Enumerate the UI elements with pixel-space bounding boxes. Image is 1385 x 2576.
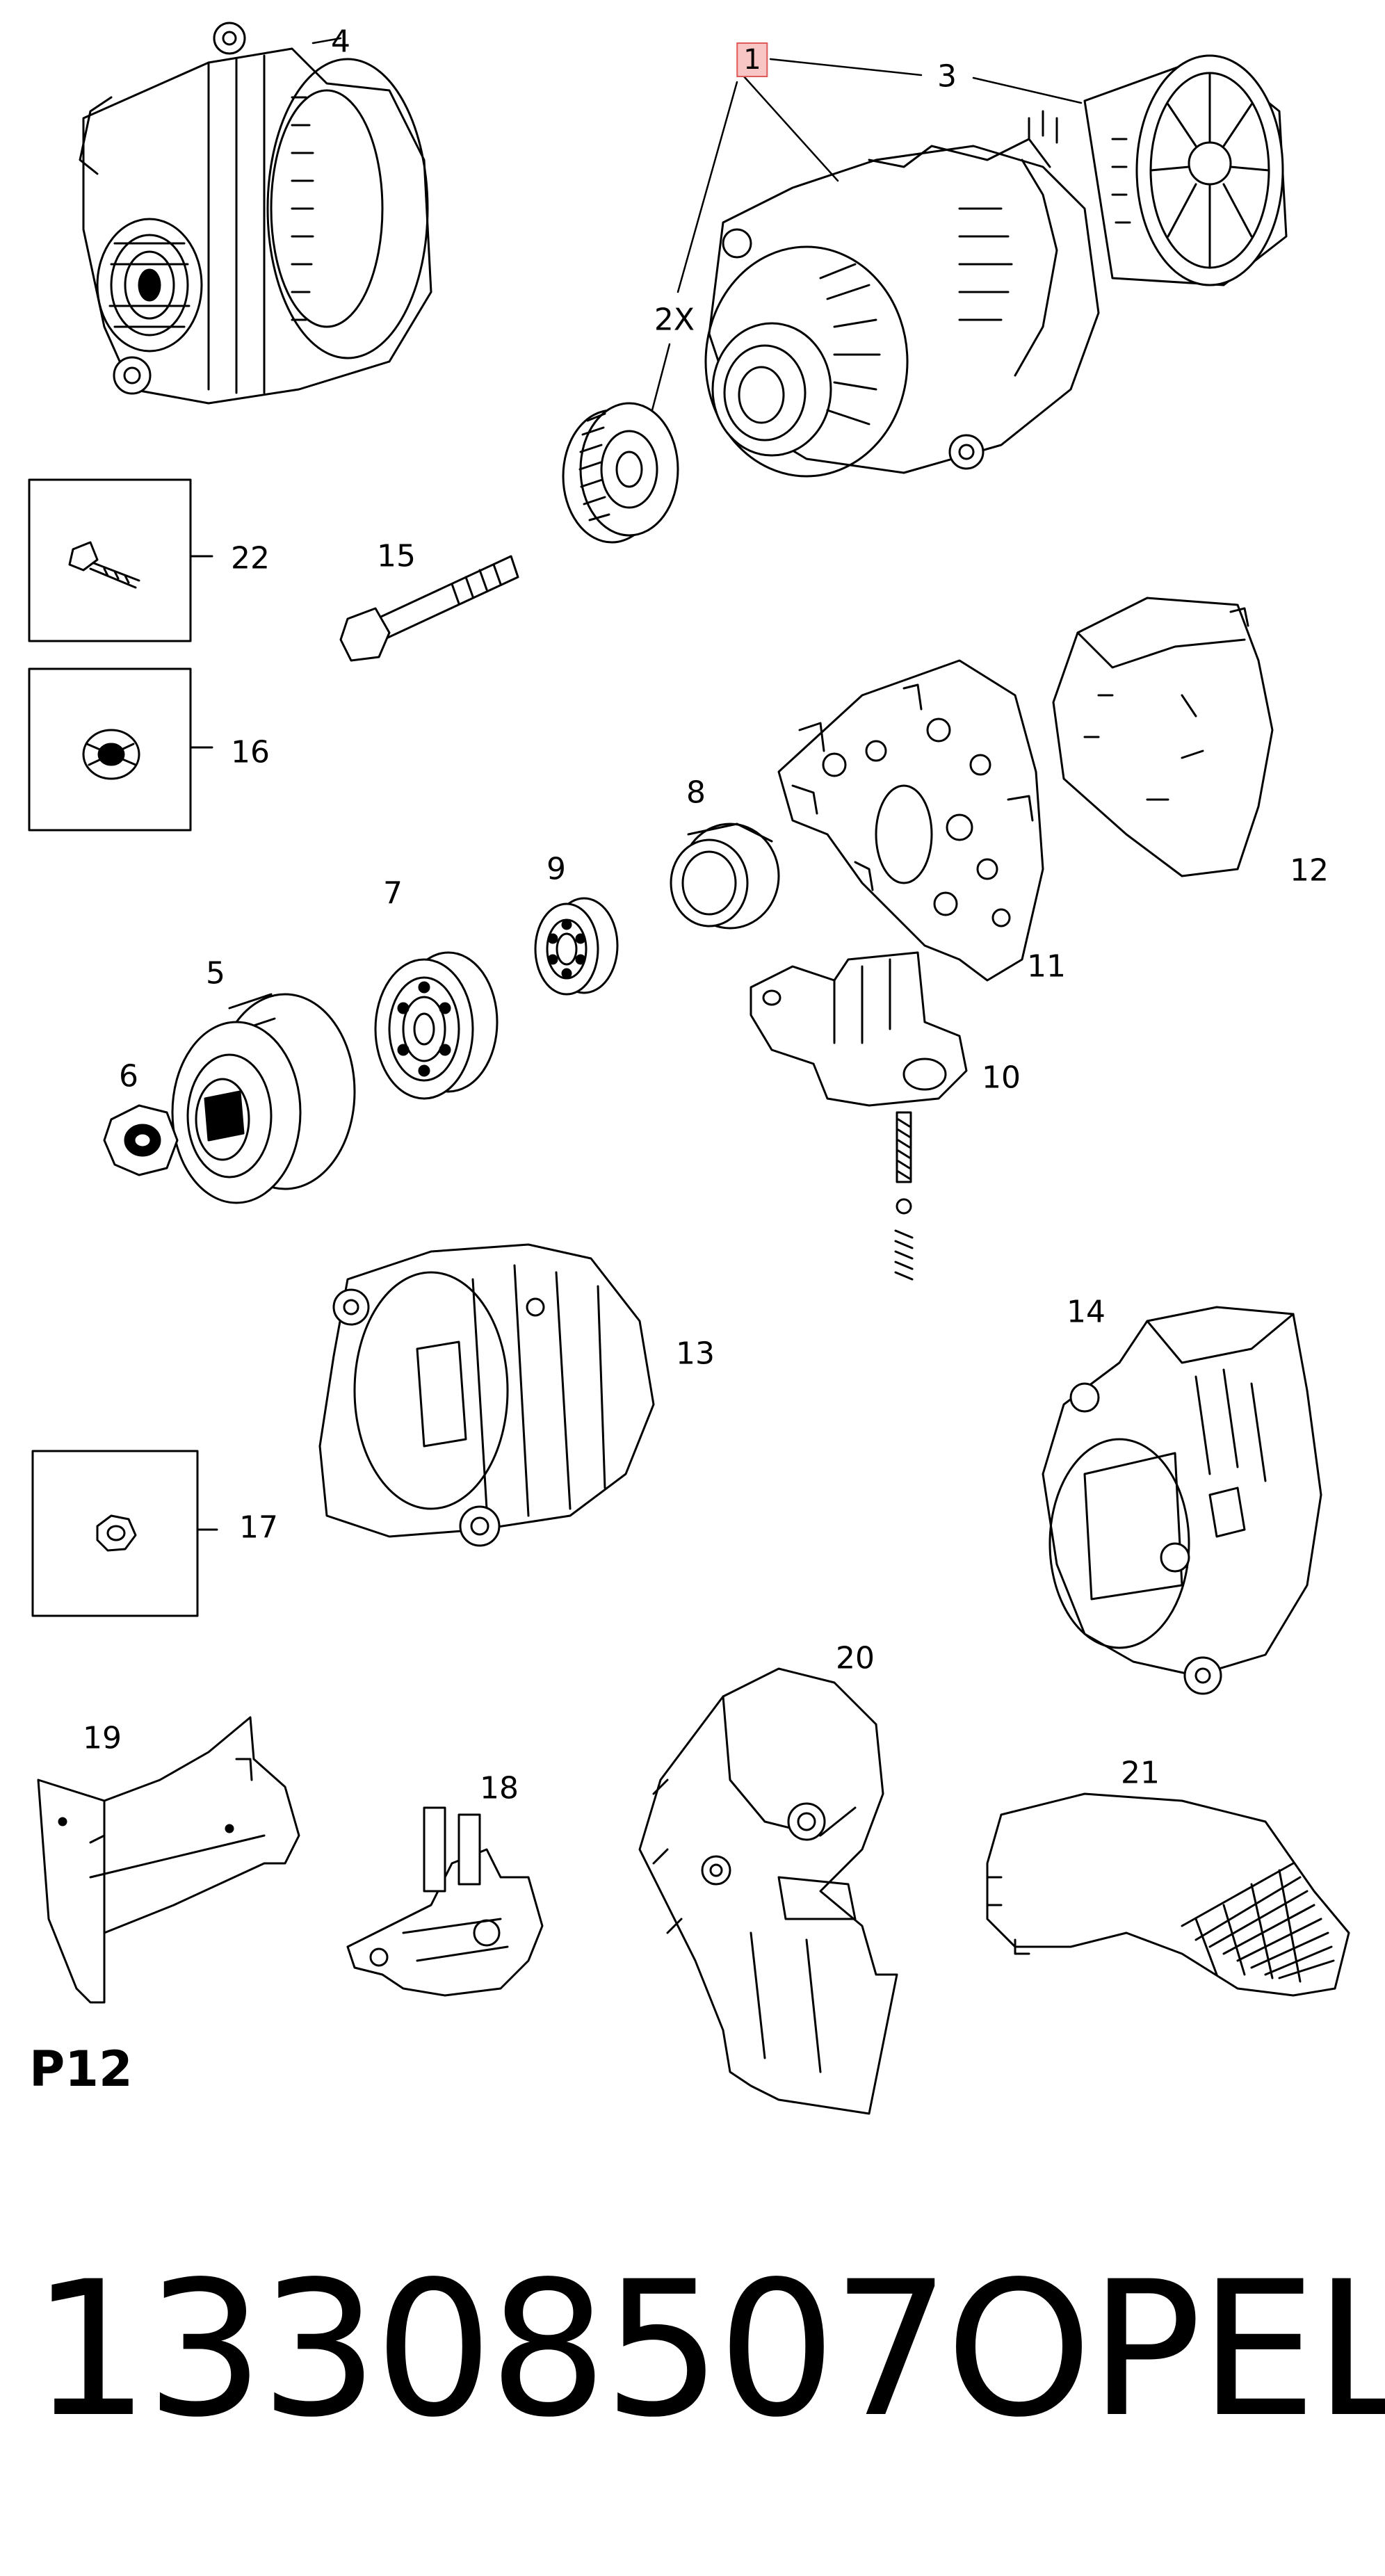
screw-part-22 xyxy=(29,480,212,641)
nut-part-6 xyxy=(104,1105,177,1175)
pulley-part-2x xyxy=(563,403,678,542)
callout-9: 9 xyxy=(546,851,566,887)
callout-3: 3 xyxy=(937,58,957,95)
bearing-part-7 xyxy=(375,953,497,1099)
bracket-part-19 xyxy=(38,1717,299,2002)
callout-2x: 2X xyxy=(654,302,695,338)
alternator-part-14 xyxy=(1043,1307,1321,1694)
callout-5: 5 xyxy=(206,955,225,991)
callout-15: 15 xyxy=(377,538,416,574)
fan-cover-part-21 xyxy=(987,1794,1349,1995)
regulator-part-10 xyxy=(751,953,966,1279)
cover-part-12 xyxy=(1053,598,1272,876)
callout-8: 8 xyxy=(686,775,706,811)
callout-17: 17 xyxy=(239,1509,278,1546)
alternator-part-1 xyxy=(706,111,1099,476)
housing-part-13 xyxy=(320,1245,654,1546)
regulator-part-18 xyxy=(348,1808,542,1995)
part-number: 13308507 xyxy=(31,2242,950,2458)
page-code: P12 xyxy=(29,2041,133,2098)
callout-11: 11 xyxy=(1027,948,1066,985)
callout-21: 21 xyxy=(1121,1755,1160,1791)
callout-12: 12 xyxy=(1290,852,1329,889)
washer-part-16 xyxy=(29,669,212,830)
callout-16: 16 xyxy=(231,734,270,770)
callout-13: 13 xyxy=(676,1336,715,1372)
shield-part-20 xyxy=(640,1669,897,2114)
callout-7: 7 xyxy=(383,875,403,912)
callout-22: 22 xyxy=(231,540,270,576)
callout-4: 4 xyxy=(331,24,350,60)
callout-6: 6 xyxy=(119,1058,138,1094)
slip-ring-part-8 xyxy=(671,824,779,928)
callout-18: 18 xyxy=(480,1770,519,1806)
leader-lines xyxy=(313,38,1081,410)
callout-19: 19 xyxy=(83,1720,122,1756)
bearing-part-9 xyxy=(535,898,617,994)
callout-20: 20 xyxy=(836,1640,875,1676)
bolt-part-15 xyxy=(341,556,518,661)
pulley-part-5 xyxy=(172,994,355,1203)
nut-part-17 xyxy=(33,1451,217,1616)
alternator-part-4 xyxy=(80,23,431,403)
callout-1[interactable]: 1 xyxy=(736,42,768,77)
rear-cover-part-3 xyxy=(1085,56,1286,285)
callout-14: 14 xyxy=(1067,1294,1105,1330)
callout-10: 10 xyxy=(982,1060,1021,1096)
rectifier-plate-part-11 xyxy=(779,661,1043,980)
brand-name: OPEL xyxy=(946,2242,1385,2458)
